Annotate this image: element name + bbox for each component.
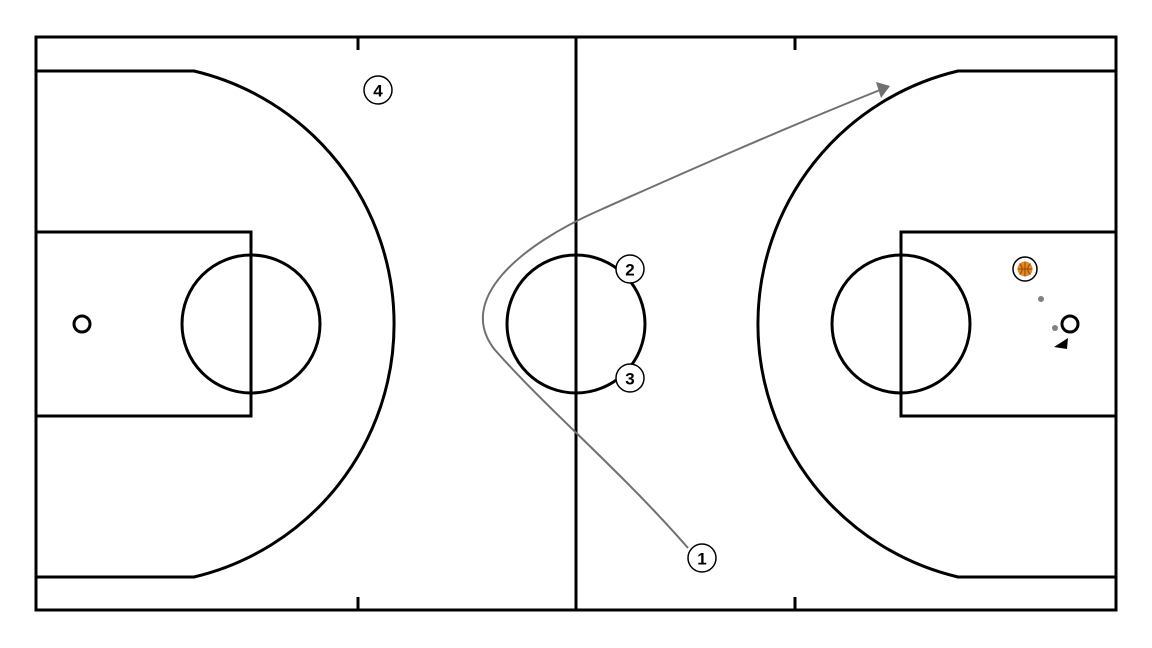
player-1-movement-path (481, 89, 881, 549)
player-1-label: 1 (697, 550, 706, 569)
player-1-marker: 1 (687, 543, 717, 573)
pass-dot (1038, 296, 1044, 302)
pass-dot (1052, 325, 1058, 331)
three-point-line-left (36, 69, 396, 579)
player-4-marker: 4 (363, 75, 393, 105)
center-circle (505, 253, 647, 395)
rim-right (1060, 314, 1080, 334)
pass-arrowhead-icon (1054, 338, 1068, 349)
player-4-label: 4 (373, 82, 383, 101)
three-point-line-right (756, 69, 1116, 579)
free-throw-circle-right (830, 253, 972, 395)
player-3-label: 3 (625, 370, 634, 389)
paint-left (34, 230, 253, 418)
free-throw-circle-left (180, 253, 322, 395)
paint-right (899, 230, 1118, 418)
basketball-icon (1012, 256, 1038, 282)
player-2-label: 2 (625, 261, 634, 280)
arrowhead-icon (876, 82, 890, 98)
player-2-marker: 2 (615, 254, 645, 284)
player-3-marker: 3 (615, 363, 645, 393)
rim-left (72, 314, 92, 334)
